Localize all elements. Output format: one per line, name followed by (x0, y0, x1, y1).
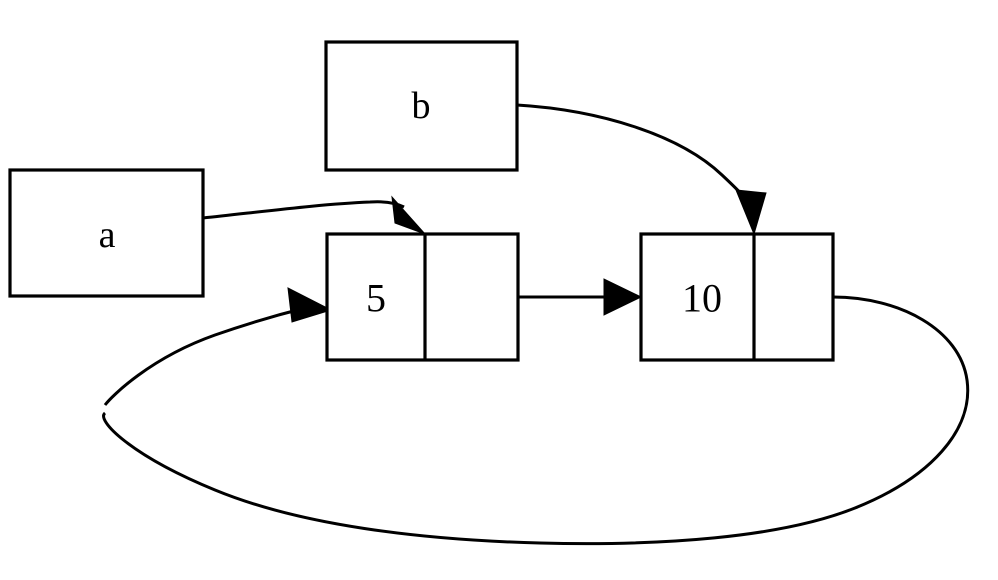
list-node-5-rect (325, 232, 520, 362)
edge-node10-to-node5-path-tail (103, 306, 306, 406)
edge-b-to-node10 (516, 103, 767, 236)
edge-node10-to-node5-arrowhead (287, 287, 333, 323)
list-node-5-value-label: 5 (366, 276, 386, 321)
edge-a-to-node5-arrowhead (391, 195, 426, 235)
list-node-5[interactable]: 5 (325, 232, 520, 362)
edge-node10-to-node5 (102, 287, 970, 546)
edge-a-to-node5 (202, 195, 426, 235)
variable-box-b-label: b (412, 85, 431, 127)
list-node-10-rect (639, 232, 835, 362)
variable-box-b[interactable]: b (324, 40, 519, 172)
list-node-10-value-label: 10 (682, 276, 722, 321)
edge-node5-to-node10 (518, 278, 643, 316)
list-node-10[interactable]: 10 (639, 232, 835, 362)
edge-b-to-node10-arrowhead (735, 189, 767, 236)
variable-box-a-rect (8, 168, 205, 298)
edge-node5-to-node10-arrowhead (603, 278, 643, 316)
edge-b-to-node10-path (516, 103, 754, 209)
edge-node10-to-node5-path (102, 295, 970, 546)
variable-box-a-label: a (99, 214, 116, 256)
variable-box-a[interactable]: a (8, 168, 205, 298)
variable-box-b-rect (324, 40, 519, 172)
edge-a-to-node5-path (202, 200, 405, 220)
